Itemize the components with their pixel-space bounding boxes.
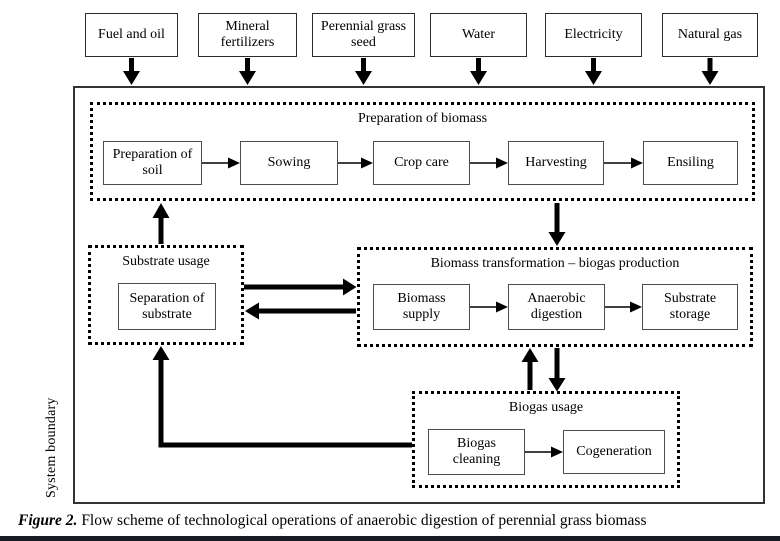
system-boundary-label: System boundary xyxy=(44,397,59,499)
figure-caption-text: Flow scheme of technological operations … xyxy=(77,512,647,529)
process-box-anaerobic-digestion: Anaerobic digestion xyxy=(508,284,605,330)
arrow-water-to-system xyxy=(470,58,487,85)
group-title-biomass-transformation: Biomass transformation – biogas producti… xyxy=(430,256,680,271)
process-box-harvesting: Harvesting xyxy=(508,141,604,185)
process-box-biomass-supply: Biomass supply xyxy=(373,284,470,330)
process-box-cogeneration: Cogeneration xyxy=(563,430,665,474)
input-box-water: Water xyxy=(430,13,527,57)
arrow-fertilizers-to-system xyxy=(239,58,256,85)
arrow-electricity-to-system xyxy=(585,58,602,85)
group-title-preparation: Preparation of biomass xyxy=(357,111,488,126)
input-box-mineral-fertilizers: Mineral fertilizers xyxy=(198,13,297,57)
process-box-substrate-storage: Substrate storage xyxy=(642,284,738,330)
arrow-gas-to-system xyxy=(701,58,719,85)
process-box-sowing: Sowing xyxy=(240,141,338,185)
input-box-electricity: Electricity xyxy=(545,13,642,57)
process-box-preparation-of-soil: Preparation of soil xyxy=(103,141,202,185)
group-title-biogas-usage: Biogas usage xyxy=(508,400,584,415)
input-box-fuel-and-oil: Fuel and oil xyxy=(85,13,178,57)
figure-caption: Figure 2. Flow scheme of technological o… xyxy=(18,512,758,530)
group-title-substrate-usage: Substrate usage xyxy=(122,254,210,269)
arrow-seed-to-system xyxy=(355,58,372,85)
bottom-page-edge xyxy=(0,536,780,541)
process-box-biogas-cleaning: Biogas cleaning xyxy=(428,429,525,475)
input-box-perennial-grass-seed: Perennial grass seed xyxy=(312,13,415,57)
figure-caption-label: Figure 2. xyxy=(18,512,78,529)
arrow-fuel-to-system xyxy=(123,58,140,85)
input-box-natural-gas: Natural gas xyxy=(662,13,758,57)
process-box-crop-care: Crop care xyxy=(373,141,470,185)
process-box-separation-of-substrate: Separation of substrate xyxy=(118,283,216,330)
process-box-ensiling: Ensiling xyxy=(643,141,738,185)
